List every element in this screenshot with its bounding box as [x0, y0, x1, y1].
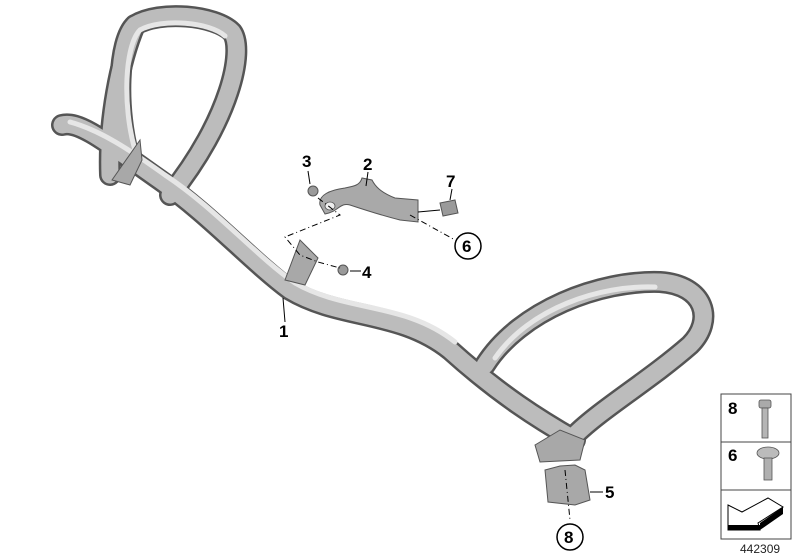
callout-8: 8: [564, 528, 573, 547]
legend-number-6: 6: [728, 446, 737, 465]
diagram-id: 442309: [740, 542, 780, 556]
leader-lines: [282, 170, 603, 521]
callout-4: 4: [362, 263, 372, 282]
callout-7: 7: [446, 172, 455, 191]
callout-5: 5: [605, 483, 614, 502]
callout-2: 2: [363, 155, 372, 174]
callout-6: 6: [462, 237, 471, 256]
arrow-direction-icon: [727, 497, 784, 531]
fastener-legend: 8 6: [720, 393, 792, 540]
nut-part-3: [307, 185, 319, 197]
nut-part-4: [337, 264, 349, 276]
crash-bar-part-1: [51, 5, 715, 451]
clip-part-5: [544, 464, 591, 506]
callout-6-circle: [454, 232, 482, 260]
legend-number-8: 8: [728, 399, 737, 418]
nut-part-7: [439, 199, 459, 217]
bracket-left-mount: [111, 138, 586, 463]
bracket-part-2: [319, 177, 419, 223]
callout-8-circle: [556, 523, 584, 551]
button-head-torx-screw-icon: [756, 446, 780, 481]
callout-3: 3: [302, 152, 311, 171]
socket-head-screw-icon: [758, 399, 772, 439]
callout-1: 1: [279, 322, 288, 341]
